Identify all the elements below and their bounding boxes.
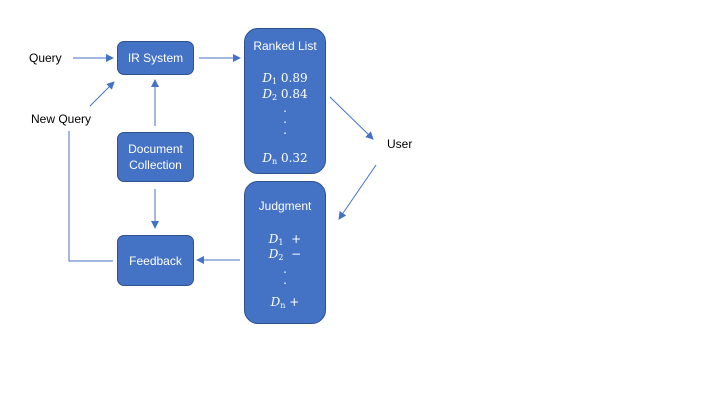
doc-symbol: D [262,151,272,165]
judgment-item: Dn + [245,294,325,310]
judgment-mark: − [291,247,302,261]
document-collection-box: Document Collection [117,132,194,182]
user-label: User [387,137,413,151]
document-collection-label: Document Collection [128,142,183,172]
ranked-list-item: D1 0.89 [245,70,325,86]
doc-subscript: n [271,157,278,166]
doc-score: 0.32 [280,151,308,165]
line-feedback-to-new-query [68,131,113,262]
arrow-ranked-list-to-user [329,96,374,140]
doc-symbol: D [262,87,272,101]
judgment-mark: + [291,232,302,246]
new-query-label: New Query [31,112,92,126]
ir-system-box: IR System [117,41,194,75]
doc-subscript: 1 [271,77,278,86]
query-label: Query [29,51,62,65]
judgment-mark: + [289,295,300,309]
feedback-label: Feedback [129,253,182,268]
ir-system-label: IR System [127,51,184,65]
doc-subscript: n [280,301,286,310]
judgment-item: D2 − [245,246,325,262]
doc-symbol: D [268,232,279,246]
ranked-list-item: Dn 0.32 [245,150,325,166]
ranked-list-box: Ranked List D1 0.89 D2 0.84 . . . Dn 0.3… [244,28,326,174]
doc-score: 0.89 [280,71,308,85]
doc-symbol: D [270,295,281,309]
judgment-title: Judgment [258,199,312,213]
doc-subscript: 1 [278,238,284,247]
doc-symbol: D [268,247,279,261]
doc-score: 0.84 [280,87,308,101]
arrow-user-to-judgment [338,164,377,220]
judgment-item: D1 + [245,231,325,247]
doc-subscript: 2 [278,253,284,262]
judgment-box: Judgment D1 + D2 − . . Dn + [244,181,326,324]
judgment-ellipsis: . . [283,262,287,287]
feedback-box: Feedback [117,235,194,286]
ranked-list-title: Ranked List [253,39,317,53]
doc-symbol: D [262,71,272,85]
arrow-new-query-to-ir-system [89,81,115,107]
ranked-list-item: D2 0.84 [245,86,325,102]
ranked-list-ellipsis: . . . [283,101,287,137]
doc-subscript: 2 [271,93,278,102]
